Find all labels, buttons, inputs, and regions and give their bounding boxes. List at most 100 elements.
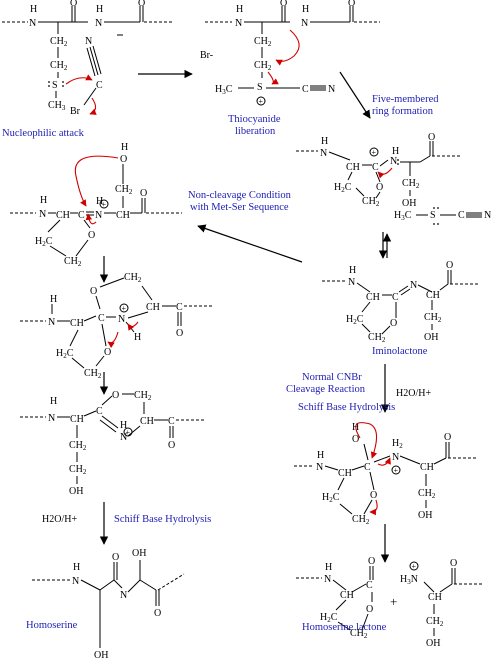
svg-text:N: N [118, 314, 125, 325]
atom-ch2: CH2 [124, 272, 142, 284]
atom-h3c: H3C [215, 84, 233, 96]
svg-text:+: + [259, 97, 264, 106]
atom-ch2: CH2 [50, 36, 68, 48]
svg-text:H: H [349, 265, 356, 276]
label-liberation: liberation [235, 126, 276, 137]
svg-text:O: O [112, 390, 119, 401]
atom-h: H [96, 4, 103, 15]
svg-text:N: N [348, 277, 355, 288]
atom-ch2: CH2 [254, 36, 272, 48]
svg-text:C: C [372, 162, 379, 173]
svg-text:N: N [328, 84, 335, 95]
svg-text:H: H [392, 146, 399, 157]
atom-ch2: CH2 [50, 60, 68, 72]
svg-text:N: N [48, 317, 55, 328]
structure-tetrahedral-intermediate: N H CH C O H N H2 + CH O CH2 OH H2C CH2 … [294, 422, 476, 526]
atom-ch2: CH2 [424, 312, 442, 324]
svg-text:N: N [301, 18, 308, 29]
structure-homoserine-peptide: N H O N O OH OH [32, 548, 185, 661]
svg-text:O: O [104, 347, 111, 358]
label-homoserine: Homoserine [26, 620, 78, 631]
svg-text:CH: CH [338, 468, 352, 479]
plus-sign: + [390, 594, 397, 609]
svg-text:O: O [428, 132, 435, 143]
svg-text:CH: CH [346, 162, 360, 173]
atom-ch2: CH2 [352, 514, 370, 526]
svg-text:N: N [316, 462, 323, 473]
svg-text:OH: OH [418, 510, 432, 521]
structure-cyclic-intermediate: N H CH C + H N O CH2 OH H2C CH2 O [296, 132, 462, 209]
svg-text:O: O [168, 440, 175, 451]
svg-text:C: C [366, 580, 373, 591]
atom-ch2: CH2 [134, 390, 152, 402]
svg-text:N: N [120, 432, 127, 443]
svg-text:+: + [102, 200, 107, 209]
atom-o: O [70, 0, 77, 9]
atom-h2c: H2C [56, 348, 74, 360]
atom-ch2: CH2 [368, 332, 386, 344]
curved-arrow-attack [65, 74, 93, 85]
svg-text:N: N [48, 413, 55, 424]
structure-free-amine: + H3N CH O CH2 OH [400, 558, 482, 649]
svg-text:N: N [324, 574, 331, 585]
atom-h2c: H2C [346, 314, 364, 326]
svg-text:O: O [176, 328, 183, 339]
svg-text:N: N [410, 280, 417, 291]
structure-oxazoline: N H CH C O CH2 CH C O N H + CH2 CH2 OH [20, 390, 204, 497]
svg-text:CH: CH [70, 414, 84, 425]
structure-homoserine-lactone: N H CH C O O H2C CH2 [296, 556, 375, 640]
svg-text:H: H [73, 562, 80, 573]
label-schiff-base-right: Schiff Base Hydrolysis [298, 402, 395, 413]
svg-text:OH: OH [69, 486, 83, 497]
atom-ch2: CH2 [69, 440, 87, 452]
atom-ch2: CH2 [254, 60, 272, 72]
atom-br: Br [70, 106, 81, 117]
svg-text:C: C [96, 406, 103, 417]
svg-text:C: C [78, 210, 85, 221]
svg-text:H: H [321, 136, 328, 147]
label-nucleophilic-attack: Nucleophilic attack [2, 128, 85, 139]
structure-methyl-thiocyanate: H3C S C N [394, 207, 491, 225]
svg-text:H: H [120, 420, 127, 431]
label-iminolactone: Iminolactone [372, 346, 428, 357]
svg-text:H: H [96, 196, 103, 207]
svg-text:O: O [280, 0, 287, 9]
structure-spiro-intermediate: N H CH C O CH2 CH C O N + H H2C CH2 O [20, 272, 212, 380]
svg-text:C: C [302, 84, 309, 95]
atom-h2c: H2C [322, 492, 340, 504]
label-non-cleavage-2: with Met-Ser Sequence [190, 202, 289, 213]
svg-text:CH: CH [426, 290, 440, 301]
label-schiff-base-left: Schiff Base Hydrolysis [114, 514, 211, 525]
svg-text:O: O [120, 154, 127, 165]
svg-text:O: O [88, 230, 95, 241]
svg-text:H: H [302, 4, 309, 15]
svg-text:O: O [370, 490, 377, 501]
arrow-step-2 [339, 71, 371, 119]
atom-n: N [29, 18, 36, 29]
structure-met-ser-peptide: H N O H N O CH2 CH2 S CH3 N C Br [2, 0, 172, 117]
svg-text:OH: OH [426, 638, 440, 649]
svg-text:H: H [40, 195, 47, 206]
svg-text:O: O [450, 558, 457, 569]
svg-text:O: O [348, 0, 355, 9]
svg-text:N: N [72, 576, 79, 587]
svg-text:O: O [366, 604, 373, 615]
svg-text:O: O [90, 286, 97, 297]
svg-text:N: N [120, 590, 127, 601]
svg-text:H: H [236, 4, 243, 15]
svg-text:C: C [176, 302, 183, 313]
svg-text:H: H [50, 396, 57, 407]
atom-h2c: H2C [334, 182, 352, 194]
svg-text:H: H [121, 142, 128, 153]
svg-text:CH: CH [366, 292, 380, 303]
reagent-water-acid-right: H2O/H+ [396, 388, 431, 399]
svg-text:+: + [372, 148, 377, 157]
svg-text:H: H [325, 562, 332, 573]
svg-text:O: O [140, 188, 147, 199]
svg-text:OH: OH [402, 198, 416, 209]
svg-text:+: + [394, 466, 399, 475]
svg-text:CH: CH [140, 416, 154, 427]
atom-h: H [30, 4, 37, 15]
atom-h3n: H3N [400, 574, 418, 586]
svg-text:+: + [412, 562, 417, 571]
